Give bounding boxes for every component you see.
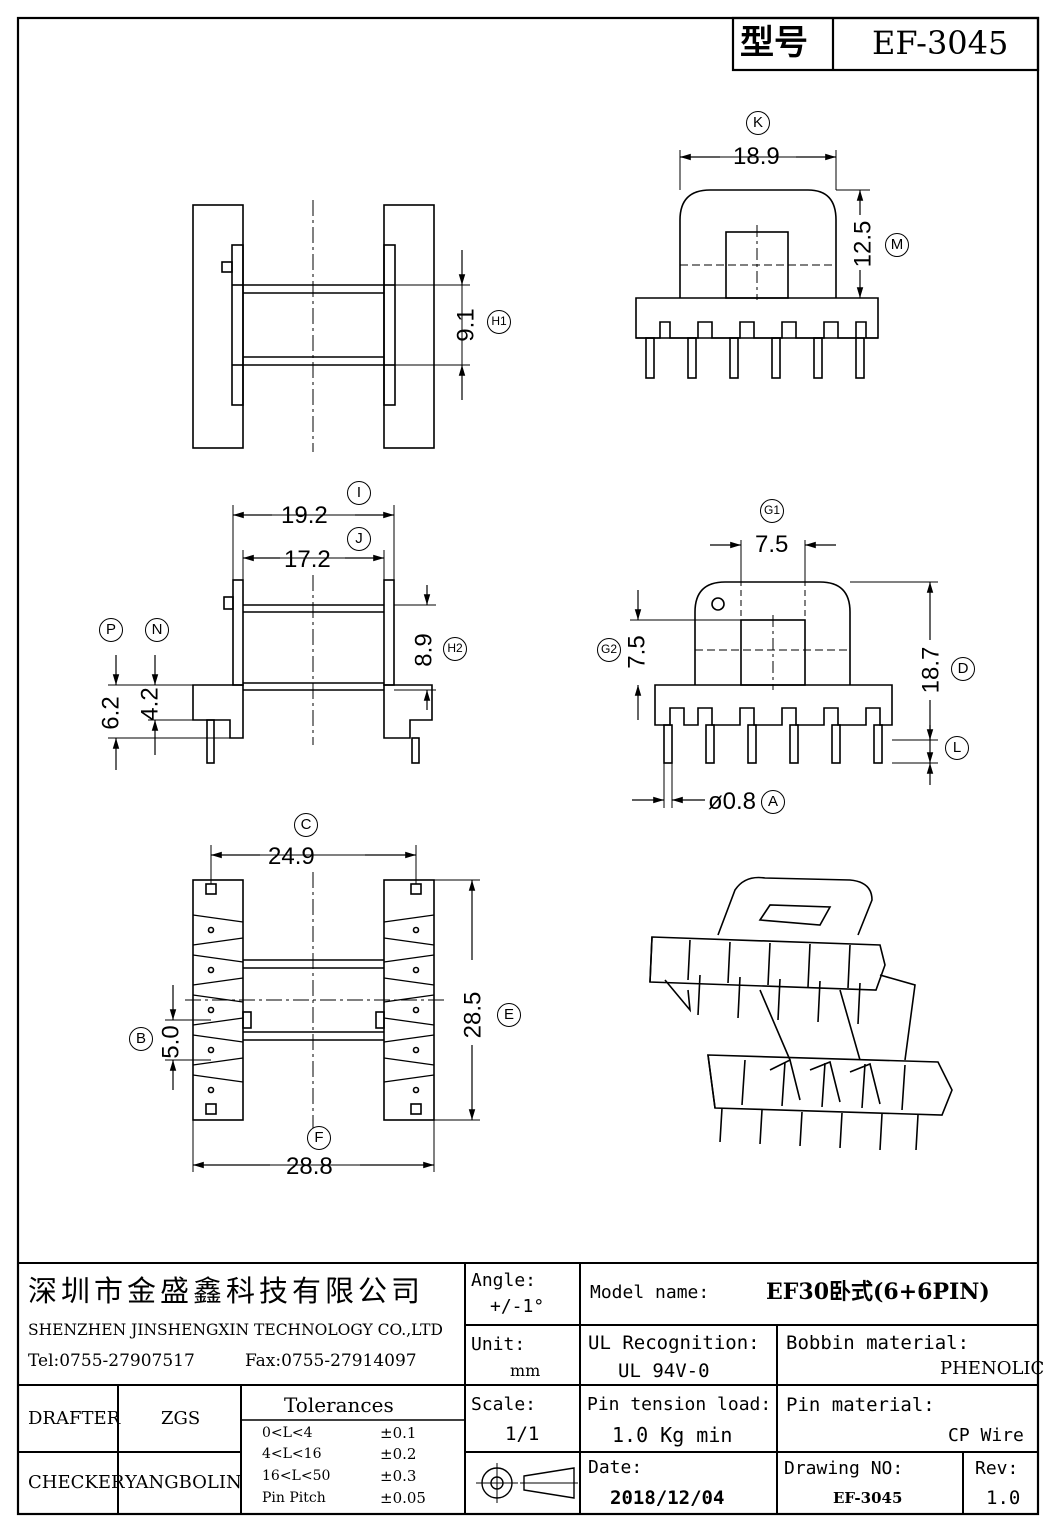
- label-e: E: [497, 1003, 521, 1027]
- dim-d: 18.7: [917, 646, 945, 694]
- tol-value-2: ±0.2: [380, 1445, 417, 1463]
- pin-material-label: Pin material:: [786, 1394, 935, 1416]
- label-c: C: [294, 813, 318, 837]
- tol-range-2: 4<L<16: [262, 1446, 322, 1462]
- unit-value: mm: [510, 1361, 541, 1380]
- header-box: [731, 16, 1040, 72]
- dim-n: 4.2: [136, 687, 164, 721]
- checker-value: YANGBOLIN: [125, 1472, 242, 1493]
- dim-p: 6.2: [97, 696, 125, 730]
- dim-c: 24.9: [268, 843, 315, 870]
- rev-value: 1.0: [986, 1487, 1021, 1509]
- model-name-label: Model name:: [590, 1282, 710, 1303]
- bobbin-value: PHENOLIC: [940, 1358, 1045, 1379]
- drawing-no-value: EF-3045: [833, 1489, 903, 1507]
- checker-label: CHECKER: [28, 1472, 125, 1493]
- view-side: [108, 505, 436, 770]
- view-front: [635, 150, 879, 379]
- ul-label: UL Recognition:: [588, 1332, 760, 1354]
- dim-m: 12.5: [849, 220, 877, 268]
- dim-h1: 9.1: [452, 308, 480, 342]
- tol-value-3: ±0.3: [380, 1467, 417, 1485]
- dim-f: 28.8: [286, 1153, 333, 1180]
- date-label: Date:: [588, 1457, 643, 1478]
- angle-value: +/-1°: [490, 1296, 545, 1317]
- view-bottom-plan: [165, 845, 480, 1172]
- drawing-no-label: Drawing NO:: [784, 1458, 904, 1479]
- model-value: EF-3045: [872, 24, 1009, 62]
- scale-label: Scale:: [471, 1394, 537, 1415]
- drawing-border: [16, 16, 1040, 1516]
- tolerances-label: Tolerances: [284, 1393, 394, 1417]
- drafter-value: ZGS: [161, 1408, 201, 1429]
- pin-tension-value: 1.0 Kg min: [612, 1423, 733, 1447]
- unit-label: Unit:: [471, 1334, 526, 1355]
- view-isometric: [649, 876, 953, 1151]
- ul-value: UL 94V-0: [618, 1360, 710, 1382]
- label-b: B: [129, 1027, 153, 1051]
- fax: Fax:0755-27914097: [245, 1351, 417, 1371]
- company-cn: 深圳市金盛鑫科技有限公司: [28, 1274, 425, 1308]
- dim-h2: 8.9: [410, 633, 438, 667]
- label-m: M: [885, 233, 909, 257]
- label-f: F: [307, 1126, 331, 1150]
- scale-value: 1/1: [505, 1423, 540, 1445]
- tol-range-1: 0<L<4: [262, 1425, 313, 1441]
- angle-label: Angle:: [471, 1270, 537, 1291]
- pin-material-value: CP Wire: [948, 1425, 1024, 1446]
- dim-i: 19.2: [281, 502, 328, 529]
- dim-g2: 7.5: [623, 635, 651, 669]
- tol-range-3: 16<L<50: [262, 1468, 331, 1484]
- tol-range-4: Pin Pitch: [262, 1490, 326, 1506]
- date-value: 2018/12/04: [610, 1487, 725, 1509]
- label-j: J: [347, 527, 371, 551]
- label-n: N: [145, 618, 169, 642]
- tol-value-1: ±0.1: [380, 1424, 417, 1442]
- label-g2: G2: [597, 638, 621, 662]
- view-front-right: [630, 540, 938, 808]
- label-p: P: [99, 618, 123, 642]
- bobbin-label: Bobbin material:: [786, 1332, 970, 1354]
- label-l: L: [945, 736, 969, 760]
- drafter-label: DRAFTER: [28, 1408, 121, 1429]
- label-i: I: [347, 481, 371, 505]
- label-a: A: [761, 790, 785, 814]
- dim-j: 17.2: [284, 546, 331, 573]
- label-h1: H1: [487, 310, 511, 334]
- dim-b: 5.0: [157, 1025, 185, 1059]
- rev-label: Rev:: [975, 1458, 1019, 1479]
- title-block: [18, 1262, 1038, 1514]
- pin-tension-label: Pin tension load:: [587, 1394, 772, 1415]
- label-h2: H2: [443, 637, 467, 661]
- model-name-value: EF30卧式(6+6PIN): [766, 1279, 990, 1305]
- label-d: D: [951, 657, 975, 681]
- tol-value-4: ±0.05: [380, 1489, 426, 1507]
- model-label: 型号: [740, 23, 808, 63]
- dim-e: 28.5: [459, 991, 487, 1039]
- dim-k: 18.9: [733, 143, 780, 170]
- label-g1: G1: [760, 499, 784, 523]
- dim-g1: 7.5: [755, 531, 789, 558]
- company-en: SHENZHEN JINSHENGXIN TECHNOLOGY CO.,LTD: [28, 1321, 443, 1339]
- tel: Tel:0755-27907517: [28, 1351, 195, 1371]
- view-top-plan: [192, 200, 470, 452]
- dim-a: ø0.8: [708, 788, 757, 815]
- label-k: K: [746, 111, 770, 135]
